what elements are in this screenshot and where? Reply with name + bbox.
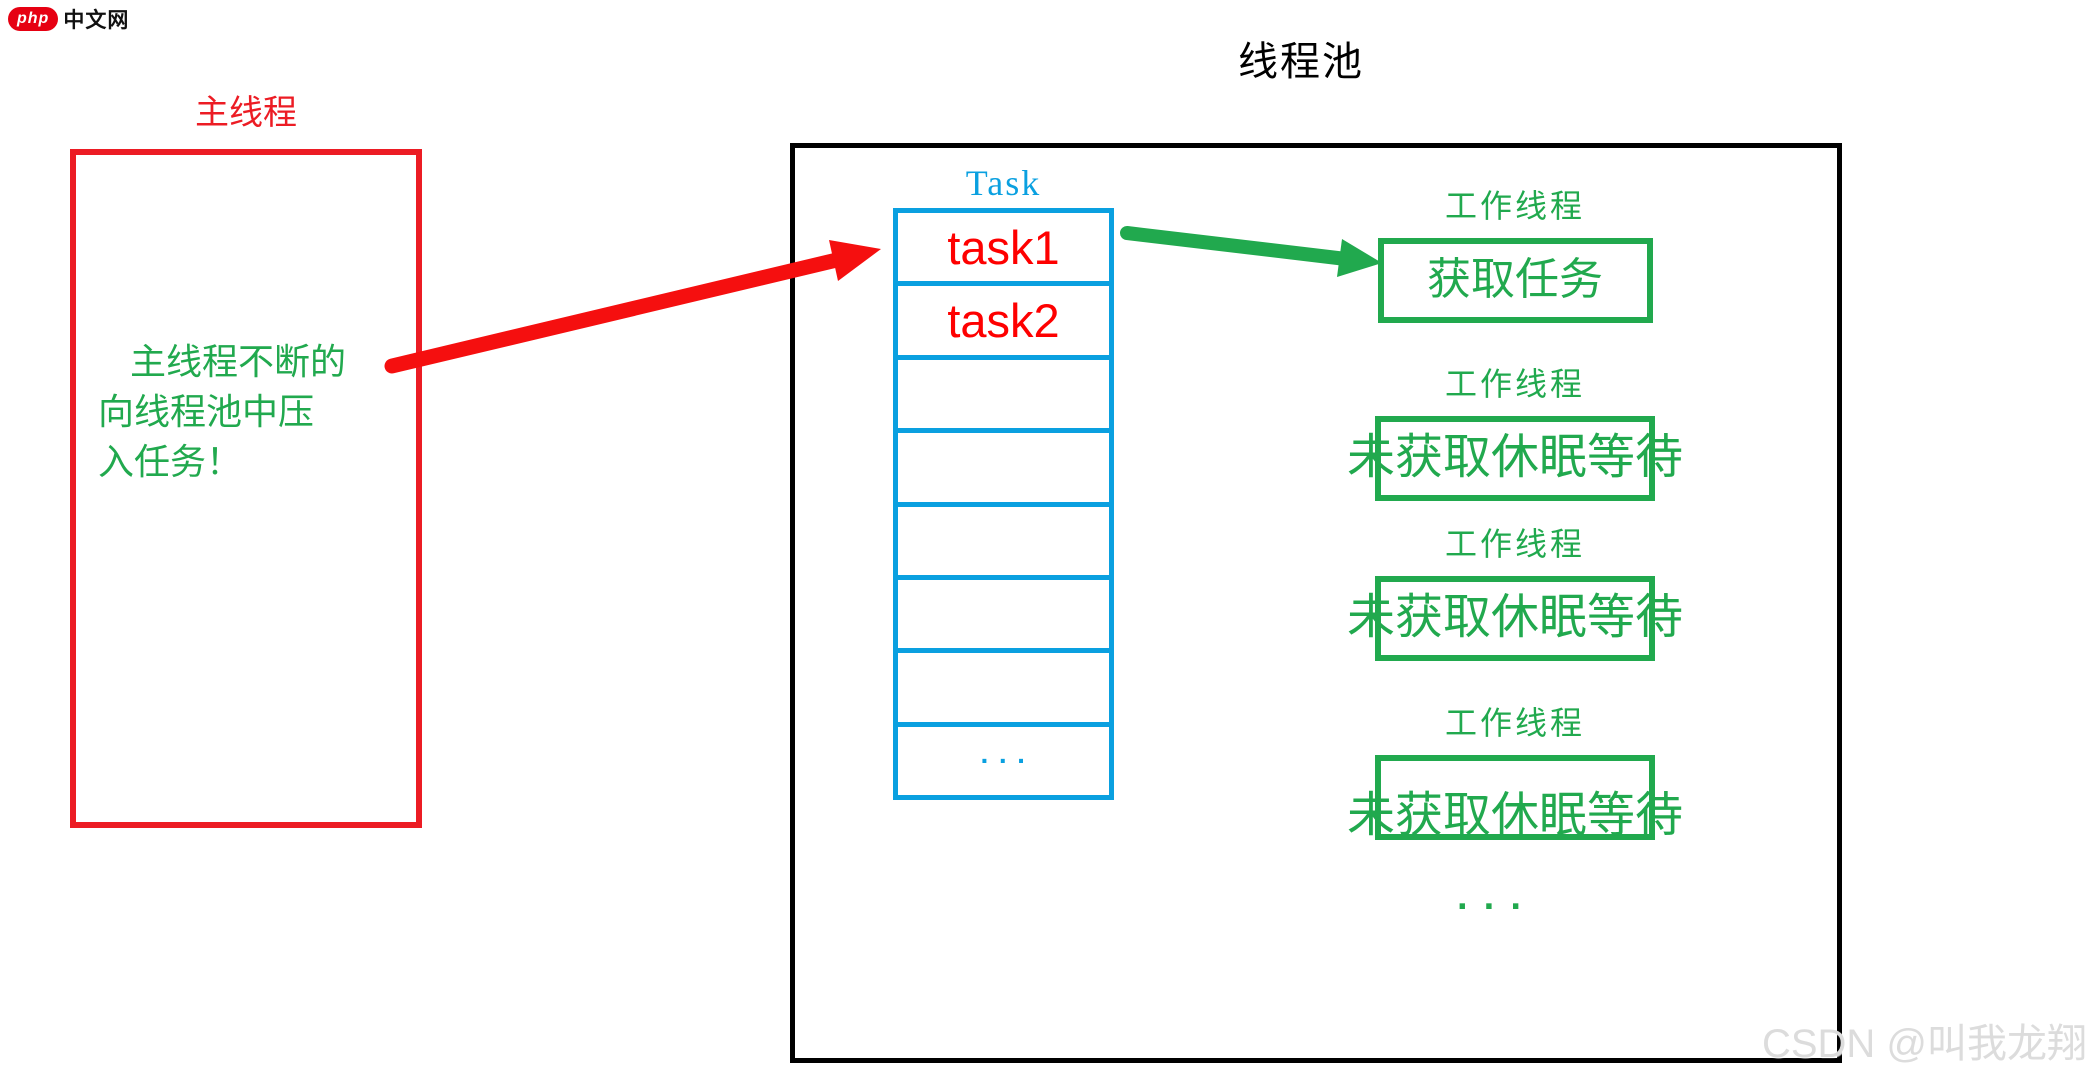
worker-status-text: 未获取休眠等待 bbox=[1347, 591, 1684, 645]
worker-thread-3: 工作线程 未获取休眠等待 bbox=[1345, 524, 1685, 661]
worker-thread-1: 工作线程 获取任务 bbox=[1345, 186, 1685, 323]
queue-cell-ellipsis: ··· bbox=[980, 744, 1036, 776]
queue-cell-empty bbox=[898, 580, 1109, 654]
worker-thread-2: 工作线程 未获取休眠等待 bbox=[1345, 364, 1685, 501]
description-line: 向线程池中压 bbox=[98, 392, 315, 432]
worker-status-box: 未获取休眠等待 bbox=[1347, 415, 1683, 501]
queue-cell-empty bbox=[898, 433, 1109, 507]
site-logo: php 中文网 bbox=[8, 4, 129, 34]
main-thread-description: 主线程不断的 向线程池中压 入任务！ bbox=[98, 337, 346, 487]
worker-status-box: 未获取休眠等待 bbox=[1347, 754, 1683, 840]
thread-pool-box bbox=[790, 143, 1842, 1063]
queue-cell-empty bbox=[898, 360, 1109, 434]
worker-status-text: 未获取休眠等待 bbox=[1347, 431, 1684, 485]
task-queue-label: Task bbox=[965, 163, 1042, 203]
queue-cell-task2: task2 bbox=[898, 286, 1109, 360]
task-queue: task1 task2 ··· bbox=[893, 208, 1114, 800]
worker-thread-4: 工作线程 未获取休眠等待 bbox=[1345, 703, 1685, 840]
description-line: 入任务！ bbox=[98, 442, 243, 482]
queue-cell-empty bbox=[898, 653, 1109, 727]
thread-pool-title: 线程池 bbox=[1238, 39, 1364, 84]
csdn-watermark: CSDN @叫我龙翔 bbox=[1761, 1022, 2085, 1066]
worker-thread-label: 工作线程 bbox=[1444, 526, 1585, 562]
php-logo-icon: php bbox=[8, 7, 59, 31]
worker-thread-label: 工作线程 bbox=[1444, 366, 1585, 402]
queue-cell-task1: task1 bbox=[898, 213, 1109, 287]
main-thread-title: 主线程 bbox=[195, 95, 297, 132]
worker-status-box: 未获取休眠等待 bbox=[1347, 575, 1683, 661]
queue-cell-empty bbox=[898, 507, 1109, 580]
worker-status-box: 获取任务 bbox=[1377, 237, 1653, 323]
more-workers-ellipsis: ··· bbox=[1457, 886, 1537, 928]
logo-text: 中文网 bbox=[63, 9, 130, 32]
worker-thread-label: 工作线程 bbox=[1444, 188, 1585, 224]
description-line: 主线程不断的 bbox=[130, 342, 347, 382]
worker-status-text: 获取任务 bbox=[1427, 255, 1603, 305]
main-thread-box: 主线程不断的 向线程池中压 入任务！ bbox=[70, 149, 422, 828]
worker-thread-label: 工作线程 bbox=[1444, 705, 1585, 741]
worker-status-text: 未获取休眠等待 bbox=[1347, 789, 1684, 843]
